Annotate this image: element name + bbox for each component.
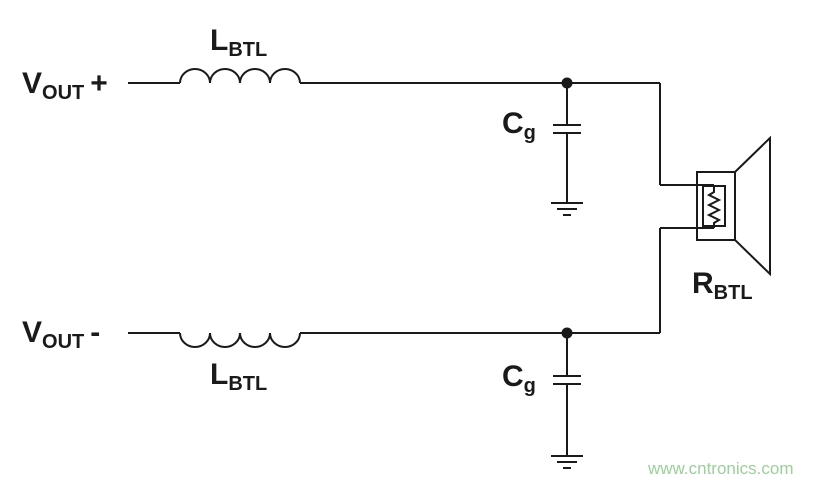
bottom-ground-icon [551,455,583,469]
resistor-zigzag [706,185,722,228]
top-inductor-coil [179,68,301,84]
cap-top-label: Cg [502,107,536,144]
vout-plus-label: VOUT+ [22,67,108,104]
top-rail [128,68,697,216]
speaker-icon [696,135,771,277]
bottom-capacitor [553,333,581,456]
bottom-inductor-coil [179,332,301,348]
speaker-label: RBTL [692,267,753,304]
vout-minus-label: VOUT- [22,316,100,353]
speaker-cone [734,135,771,277]
inductor-top-label: LBTL [210,24,267,61]
inductor-bottom-label: LBTL [210,358,267,395]
cap-bottom-label: Cg [502,360,536,397]
bottom-rail [128,227,697,469]
watermark: www.cntronics.com [647,459,793,478]
top-ground-icon [551,202,583,216]
top-capacitor [553,83,581,203]
